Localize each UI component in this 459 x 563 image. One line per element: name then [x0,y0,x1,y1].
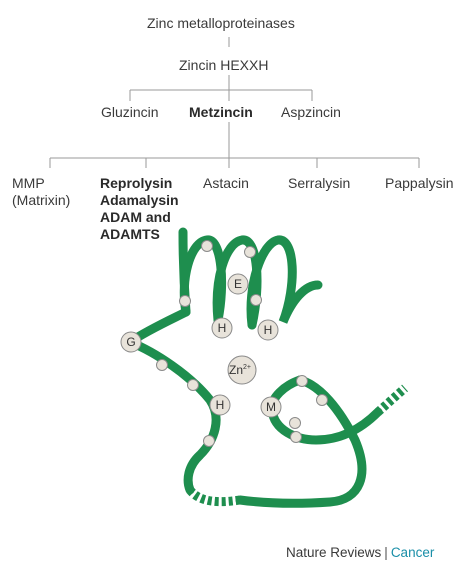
loop-g-to-h [130,342,216,490]
residue-g-label: G [126,335,135,349]
metzincin-structure-diagram: E H H G H M Zn2+ [0,0,459,540]
bead [297,376,308,387]
bead [251,295,262,306]
dashed-tail [378,388,405,412]
dashed-c-terminal [190,490,240,502]
bead [157,360,168,371]
bead [317,395,328,406]
footer-credit: Nature Reviews|Cancer [286,545,434,560]
bead [245,247,256,258]
zinc-charge: 2+ [243,364,251,371]
footer-journal: Cancer [391,545,435,560]
bead [188,380,199,391]
bead [204,436,215,447]
residue-m-label: M [266,400,276,414]
residue-h2-label: H [264,323,273,337]
residue-e-label: E [234,277,242,291]
footer-brand: Nature Reviews [286,545,381,560]
bead [202,241,213,252]
bead [290,418,301,429]
zinc-symbol: Zn [229,363,243,377]
bead [291,432,302,443]
residue-h1-label: H [218,321,227,335]
bead [180,296,191,307]
residue-h3-label: H [216,398,225,412]
footer-separator: | [384,545,388,560]
met-turn-loop [272,380,378,440]
